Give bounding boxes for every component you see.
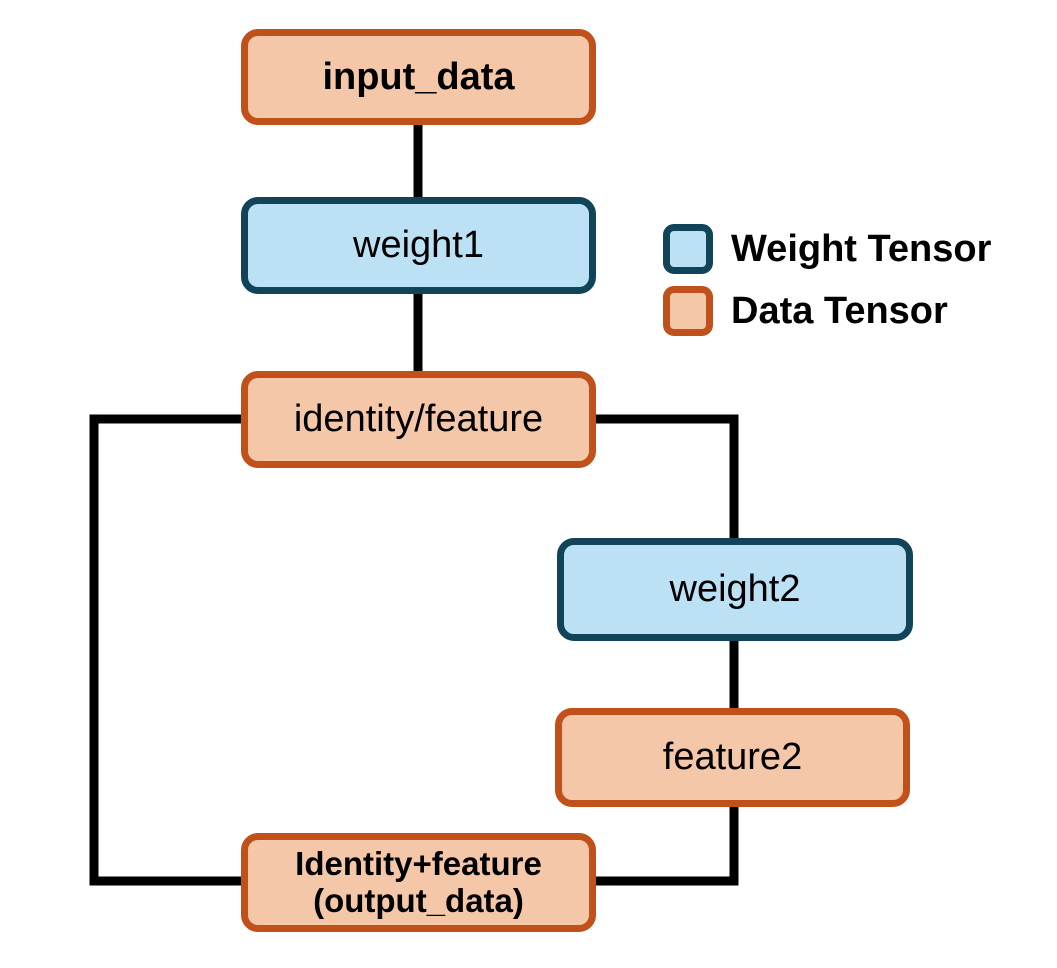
node-weight1-label: weight1	[353, 224, 484, 267]
legend-label-weight-tensor: Weight Tensor	[731, 227, 992, 270]
node-feature2-label: feature2	[662, 736, 803, 779]
node-identity-feature-label: identity/feature	[293, 398, 544, 441]
legend-item-data-tensor: Data Tensor	[663, 280, 991, 342]
node-output-data[interactable]: Identity+feature (output_data)	[241, 833, 596, 932]
legend-label-data-tensor: Data Tensor	[731, 289, 948, 332]
node-output-data-label: Identity+feature (output_data)	[295, 844, 542, 919]
node-input-data-label: input_data	[322, 55, 515, 98]
legend: Weight Tensor Data Tensor	[663, 218, 991, 342]
edge-identity-feature-to-weight2	[593, 414, 739, 541]
legend-swatch-data-tensor	[663, 286, 713, 336]
edge-feature2-to-output-data	[593, 804, 739, 886]
legend-item-weight-tensor: Weight Tensor	[663, 218, 991, 280]
node-weight2-label: weight2	[669, 568, 801, 611]
node-feature2[interactable]: feature2	[555, 708, 910, 807]
node-weight2[interactable]: weight2	[557, 538, 913, 641]
legend-swatch-weight-tensor	[663, 224, 713, 274]
node-weight1[interactable]: weight1	[241, 197, 596, 294]
node-input-data[interactable]: input_data	[241, 29, 596, 125]
edge-identity-feature-to-output-data-skip	[89, 414, 244, 886]
node-identity-feature[interactable]: identity/feature	[241, 371, 596, 468]
